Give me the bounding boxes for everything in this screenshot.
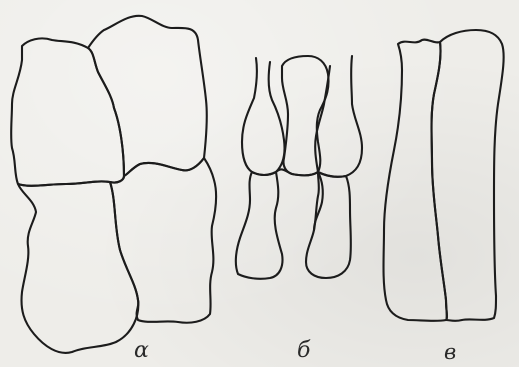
cell-a-top-right — [88, 16, 207, 176]
cell-group-b — [236, 56, 362, 279]
label-a: α — [134, 340, 149, 362]
cell-group-a — [11, 16, 216, 353]
cell-b-top-right — [315, 56, 362, 177]
cell-a-bottom-right — [110, 158, 216, 323]
label-v: в — [444, 342, 456, 363]
cell-a-bottom-left — [18, 181, 138, 352]
cell-b-bottom-right — [306, 172, 351, 278]
cell-b-bottom-left — [236, 172, 283, 279]
cell-b-top-left — [242, 58, 285, 175]
cell-a-top-left — [11, 38, 124, 185]
label-b: б — [297, 340, 310, 362]
cell-group-v — [384, 30, 504, 321]
cell-v-right — [432, 30, 504, 321]
